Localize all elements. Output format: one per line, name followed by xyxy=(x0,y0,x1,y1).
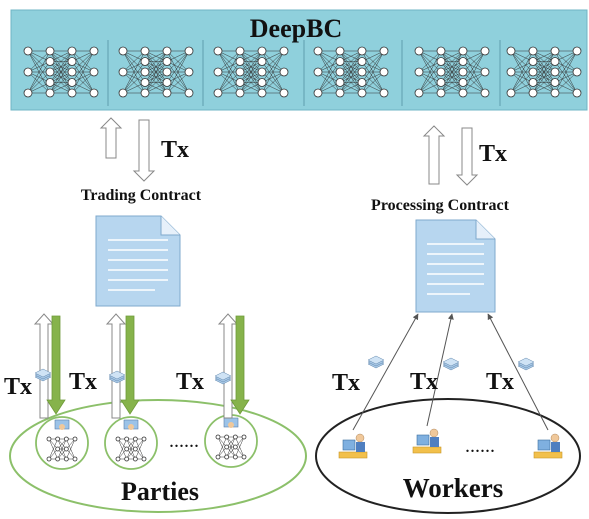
party-net-icon-2 xyxy=(115,436,147,462)
blockchain-net-1 xyxy=(23,46,99,98)
tx-stack-icon-6 xyxy=(517,357,535,371)
worker-icons xyxy=(338,428,563,459)
party-node-3 xyxy=(204,414,258,468)
party-up-arrow-3 xyxy=(217,313,239,419)
party-up-arrow-1 xyxy=(33,313,55,419)
party-tx-label-1: Tx xyxy=(4,374,32,400)
blockchain-neural-networks xyxy=(23,46,582,98)
right-up-arrow xyxy=(422,125,446,185)
parties-label: Parties xyxy=(121,477,199,506)
workers-label: Workers xyxy=(403,473,504,503)
party-net-icon-3 xyxy=(215,434,247,460)
blockchain-dividers xyxy=(107,40,501,106)
right-top-tx-label: Tx xyxy=(479,141,507,167)
blockchain-title: DeepBC xyxy=(250,14,342,43)
workers-ellipsis: ...... xyxy=(465,435,495,457)
blockchain-net-2 xyxy=(118,46,194,98)
party-nodes xyxy=(35,414,258,470)
worker-tx-label-3: Tx xyxy=(486,369,514,395)
worker-icon-2 xyxy=(412,428,442,454)
blockchain-net-6 xyxy=(506,46,582,98)
party-node-1 xyxy=(35,416,89,470)
party-down-arrow-1 xyxy=(46,315,66,415)
workers-ellipse xyxy=(315,398,581,514)
blockchain-net-5 xyxy=(414,46,490,98)
party-net-icon-1 xyxy=(46,436,78,462)
tx-stack-icon-1 xyxy=(34,368,52,382)
party-arrows xyxy=(33,313,250,419)
tx-stack-icons xyxy=(34,355,535,385)
party-node-2 xyxy=(104,416,158,470)
worker-tx-label-2: Tx xyxy=(410,369,438,395)
parties-ellipse xyxy=(9,399,307,513)
processing-contract-document-icon xyxy=(415,219,496,313)
blockchain-net-4 xyxy=(313,46,389,98)
left-down-arrow xyxy=(132,119,156,182)
party-down-arrow-2 xyxy=(120,315,140,415)
trading-contract-label: Trading Contract xyxy=(81,187,202,204)
right-down-arrow xyxy=(455,127,479,186)
party-tx-label-2: Tx xyxy=(69,369,97,395)
blockchain-net-3 xyxy=(213,46,289,98)
processing-contract-label: Processing Contract xyxy=(371,197,510,214)
worker-icon-1 xyxy=(338,433,368,459)
blockchain-bar xyxy=(10,9,588,111)
parties-ellipsis: ...... xyxy=(169,430,199,452)
left-up-arrow xyxy=(99,117,123,159)
left-top-tx-label: Tx xyxy=(161,137,189,163)
party-tx-label-3: Tx xyxy=(176,369,204,395)
tx-stack-icon-3 xyxy=(214,371,232,385)
worker-tx-label-1: Tx xyxy=(332,370,360,396)
worker-to-contract-arrows xyxy=(352,313,549,431)
tx-stack-icon-5 xyxy=(442,357,460,371)
party-up-arrow-2 xyxy=(105,313,127,419)
tx-stack-icon-2 xyxy=(108,370,126,384)
trading-contract-document-icon xyxy=(95,215,181,307)
party-down-arrow-3 xyxy=(230,315,250,415)
worker-icon-3 xyxy=(533,433,563,459)
tx-stack-icon-4 xyxy=(367,355,385,369)
